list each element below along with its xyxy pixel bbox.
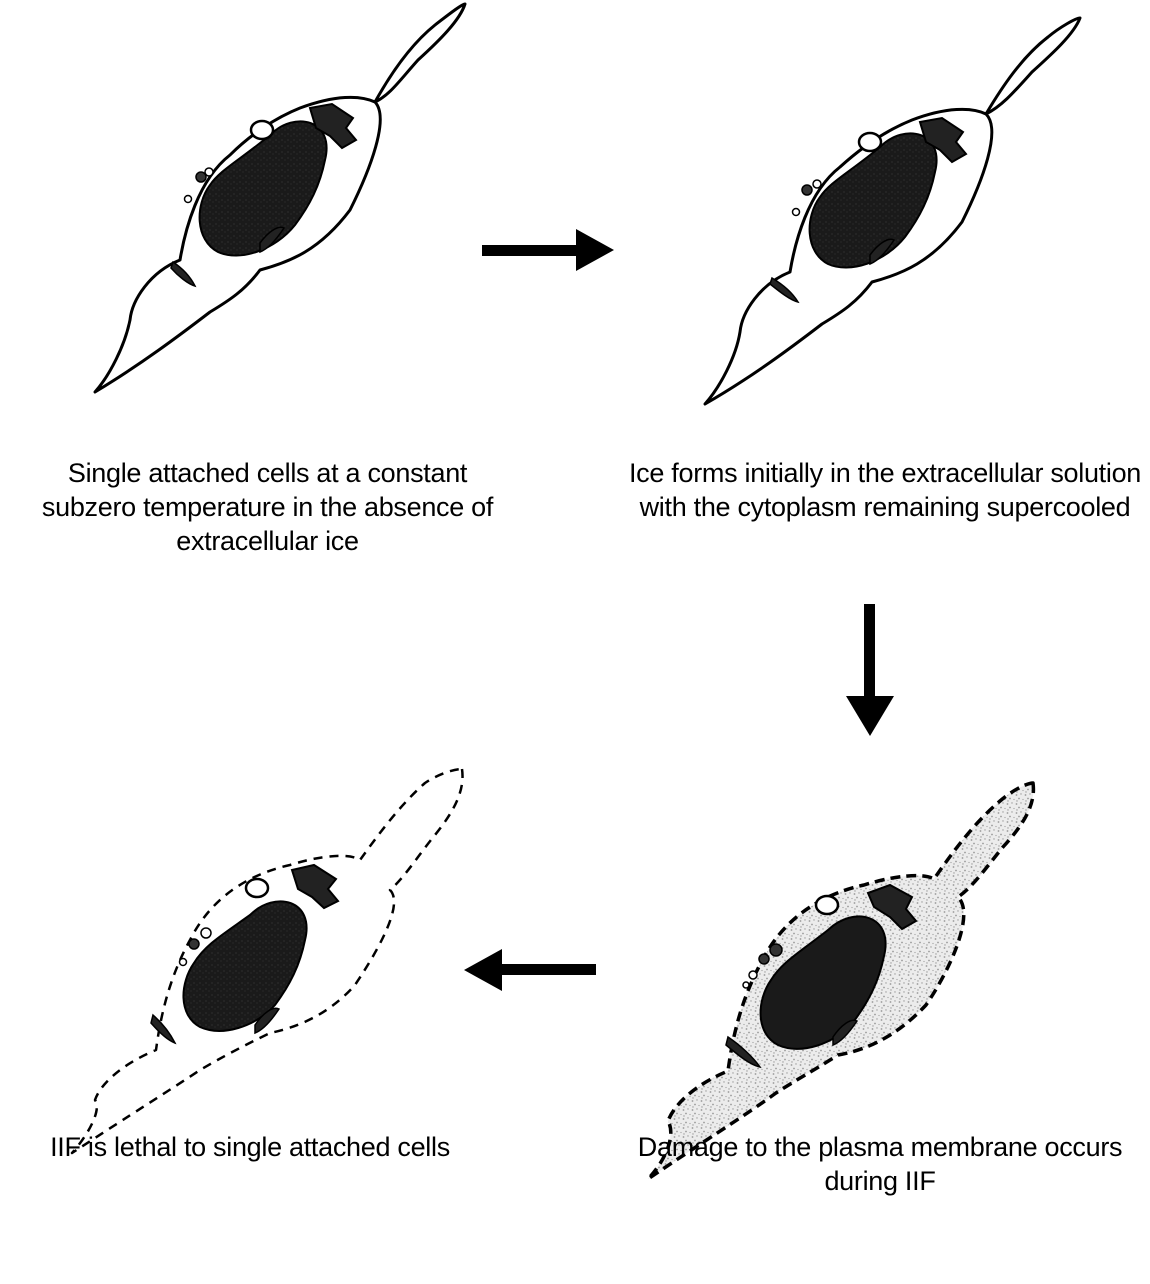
vesicle <box>205 168 213 176</box>
arrow-down <box>840 600 900 740</box>
cell-stage-4 <box>60 765 480 1165</box>
vesicle <box>743 982 749 988</box>
vesicle <box>859 133 881 151</box>
arrow-left <box>460 945 600 995</box>
vesicle <box>802 185 812 195</box>
vesicle <box>201 928 211 938</box>
vesicle <box>759 954 769 964</box>
vesicle <box>251 121 273 139</box>
arrow-right <box>478 225 618 275</box>
vesicle <box>749 971 757 979</box>
vesicle <box>793 209 800 216</box>
vesicle <box>816 896 838 914</box>
stage-1-caption: Single attached cells at a constant subz… <box>20 456 515 558</box>
vesicle <box>246 879 268 897</box>
vesicle <box>180 959 187 966</box>
vesicle <box>770 944 782 956</box>
vesicle <box>189 939 199 949</box>
stage-2-caption: Ice forms initially in the extracellular… <box>628 456 1142 524</box>
cell-stage-1 <box>70 0 490 410</box>
cell-stage-2 <box>680 10 1100 420</box>
stage-3-caption: Damage to the plasma membrane occurs dur… <box>625 1130 1135 1198</box>
vesicle <box>185 196 192 203</box>
stage-4-caption: IIF is lethal to single attached cells <box>0 1130 500 1164</box>
vesicle <box>813 180 821 188</box>
